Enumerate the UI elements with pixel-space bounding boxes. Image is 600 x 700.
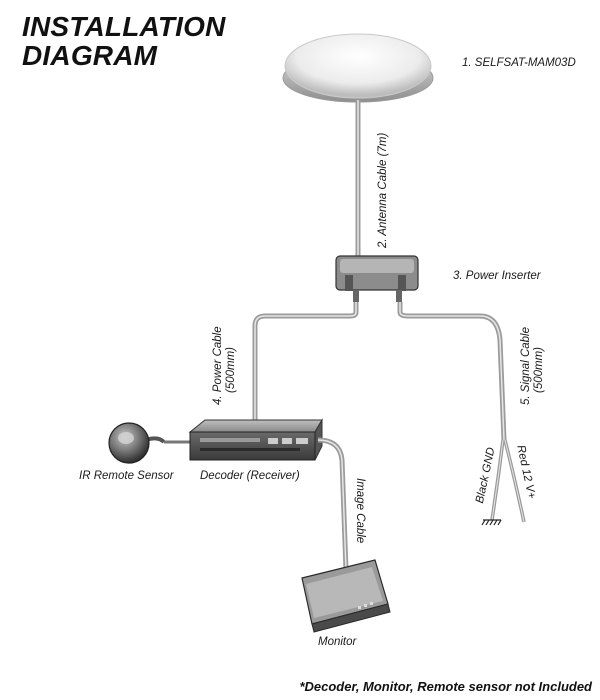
signal-cable-label: 5. Signal Cable (500mm): [520, 327, 546, 405]
antenna-cable-label: 2. Antenna Cable (7m): [377, 132, 389, 248]
signal-cable-label-line-2: (500mm): [533, 346, 545, 393]
diagram-title: INSTALLATION DIAGRAM: [22, 12, 226, 70]
power-cable-label: 4. Power Cable (500mm): [212, 326, 238, 405]
image-cable: [317, 437, 349, 571]
power-cable: [252, 302, 359, 425]
antenna-dish: [282, 33, 434, 103]
power-cable-label-line-2: (500mm): [225, 346, 237, 393]
monitor-label: Monitor: [318, 636, 357, 648]
ir-sensor-device: [108, 422, 166, 464]
ground-symbol-icon: [481, 519, 502, 526]
ir-sensor-label: IR Remote Sensor: [79, 470, 174, 482]
black-gnd-wire: [490, 439, 505, 521]
signal-cable: [397, 302, 507, 441]
power-inserter: [335, 255, 419, 302]
image-cable-label: Image Cable: [354, 478, 366, 544]
monitor-device: [301, 559, 391, 633]
red-12v-wire: [503, 439, 526, 523]
title-line-2: DIAGRAM: [22, 40, 158, 71]
footnote: *Decoder, Monitor, Remote sensor not Inc…: [299, 679, 592, 694]
power-inserter-label: 3. Power Inserter: [453, 270, 541, 282]
decoder-box: [188, 418, 323, 461]
power-cable-label-line-1: 4. Power Cable: [212, 326, 224, 405]
antenna-label: 1. SELFSAT-MAM03D: [462, 57, 576, 69]
title-line-1: INSTALLATION: [22, 11, 226, 42]
signal-cable-label-line-1: 5. Signal Cable: [520, 327, 532, 405]
decoder-label: Decoder (Receiver): [200, 470, 300, 482]
